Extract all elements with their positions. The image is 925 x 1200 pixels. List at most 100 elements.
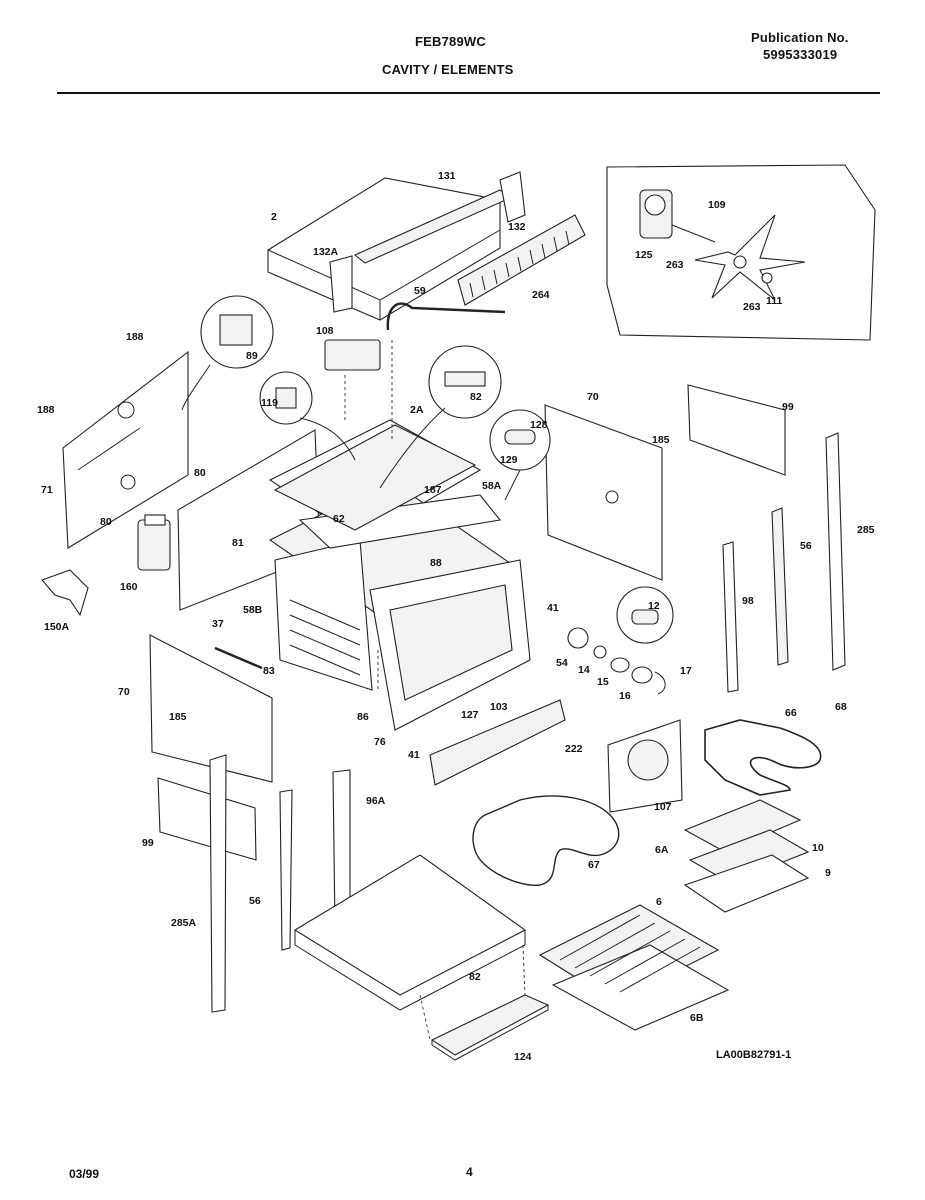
left-panel-70-bottom bbox=[149, 634, 273, 783]
transformer-160 bbox=[137, 514, 171, 571]
callout-82-b: 82 bbox=[469, 971, 481, 983]
callout-263-a: 263 bbox=[666, 259, 684, 271]
duct-59 bbox=[386, 302, 506, 331]
callout-59: 59 bbox=[414, 285, 426, 297]
diagram-code: LA00B82791-1 bbox=[716, 1049, 792, 1061]
callout-264: 264 bbox=[532, 289, 550, 301]
callout-6B: 6B bbox=[690, 1012, 704, 1024]
footer-date: 03/99 bbox=[69, 1167, 100, 1181]
callout-41-a: 41 bbox=[547, 602, 559, 614]
lamp-parts bbox=[567, 627, 666, 695]
callout-12: 12 bbox=[648, 600, 660, 612]
callout-132: 132 bbox=[508, 221, 526, 233]
oven-racks bbox=[538, 904, 730, 1031]
callout-108: 108 bbox=[316, 325, 334, 337]
callout-124: 124 bbox=[514, 1051, 532, 1063]
callout-56-a: 56 bbox=[800, 540, 812, 552]
callout-10: 10 bbox=[812, 842, 824, 854]
callout-67: 67 bbox=[588, 859, 600, 871]
callout-14: 14 bbox=[578, 664, 590, 676]
callout-160: 160 bbox=[120, 581, 138, 593]
trim-285 bbox=[825, 432, 846, 671]
callout-86: 86 bbox=[357, 711, 369, 723]
callout-labels: 131 2 132 132A 264 59 109 125 263 263 11… bbox=[37, 170, 875, 1063]
callout-89: 89 bbox=[246, 350, 258, 362]
bracket-150A bbox=[41, 569, 89, 617]
callout-58A: 58A bbox=[482, 480, 502, 492]
model-number: FEB789WC bbox=[415, 34, 486, 49]
publication-label: Publication No. bbox=[751, 30, 849, 45]
callout-185-a: 185 bbox=[652, 434, 670, 446]
header-rule bbox=[57, 92, 880, 94]
assembly-lines bbox=[344, 340, 526, 1041]
callout-98: 98 bbox=[742, 595, 754, 607]
callout-62: 62 bbox=[333, 513, 345, 525]
section-title: CAVITY / ELEMENTS bbox=[382, 62, 514, 77]
callout-70-a: 70 bbox=[587, 391, 599, 403]
callout-56-b: 56 bbox=[249, 895, 261, 907]
top-cover-part bbox=[267, 171, 526, 321]
callout-103: 103 bbox=[490, 701, 508, 713]
callout-128: 128 bbox=[530, 419, 548, 431]
rod-37 bbox=[214, 646, 263, 670]
callout-81: 81 bbox=[232, 537, 244, 549]
inset-12 bbox=[616, 586, 674, 644]
callout-96A: 96A bbox=[366, 795, 386, 807]
callout-58B: 58B bbox=[243, 604, 263, 616]
broil-element-66 bbox=[704, 719, 822, 796]
inset-89 bbox=[181, 295, 274, 411]
callout-80-b: 80 bbox=[100, 516, 112, 528]
callout-263-b: 263 bbox=[743, 301, 761, 313]
right-side-panel-70 bbox=[544, 404, 663, 581]
callout-82-a: 82 bbox=[470, 391, 482, 403]
fan-cover-107 bbox=[607, 719, 683, 813]
bottom-pan-82 bbox=[293, 854, 527, 1011]
callout-9: 9 bbox=[825, 867, 831, 879]
callout-285: 285 bbox=[857, 524, 875, 536]
callout-54: 54 bbox=[556, 657, 568, 669]
callout-285A: 285A bbox=[171, 917, 197, 929]
callout-83: 83 bbox=[263, 665, 275, 677]
panel-103 bbox=[429, 699, 566, 786]
callout-99-b: 99 bbox=[142, 837, 154, 849]
callout-15: 15 bbox=[597, 676, 609, 688]
left-side-panel-71 bbox=[62, 350, 189, 549]
inset-82-top bbox=[379, 345, 502, 489]
callout-185-b: 185 bbox=[169, 711, 187, 723]
publication-number: 5995333019 bbox=[763, 47, 838, 62]
inset-119 bbox=[259, 371, 356, 461]
footer-page: 4 bbox=[466, 1165, 473, 1179]
callout-2: 2 bbox=[271, 211, 277, 223]
callout-187: 187 bbox=[424, 484, 442, 496]
trim-56-left bbox=[279, 789, 293, 951]
callout-70-b: 70 bbox=[118, 686, 130, 698]
rear-panel-99-top bbox=[687, 384, 786, 476]
callout-188-b: 188 bbox=[37, 404, 55, 416]
trim-56-right bbox=[771, 507, 789, 666]
callout-127: 127 bbox=[461, 709, 479, 721]
callout-2A: 2A bbox=[410, 404, 424, 416]
callout-16: 16 bbox=[619, 690, 631, 702]
drip-tray-124 bbox=[430, 994, 550, 1061]
callout-125: 125 bbox=[635, 249, 653, 261]
callout-68: 68 bbox=[835, 701, 847, 713]
callout-132A: 132A bbox=[313, 246, 339, 258]
callout-41-b: 41 bbox=[408, 749, 420, 761]
callout-66: 66 bbox=[785, 707, 797, 719]
callout-109: 109 bbox=[708, 199, 726, 211]
trim-285A bbox=[209, 754, 227, 1013]
bake-element-67 bbox=[472, 795, 620, 886]
rear-panel-99-bottom bbox=[157, 777, 257, 861]
callout-188-a: 188 bbox=[126, 331, 144, 343]
convection-fan-inset bbox=[606, 164, 876, 341]
element-108 bbox=[324, 339, 381, 371]
callout-129: 129 bbox=[500, 454, 518, 466]
callout-131: 131 bbox=[438, 170, 456, 182]
callout-150A: 150A bbox=[44, 621, 70, 633]
callout-6: 6 bbox=[656, 896, 662, 908]
callout-80-a: 80 bbox=[194, 467, 206, 479]
inset-128-129 bbox=[489, 409, 551, 501]
vent-grille-264 bbox=[457, 214, 586, 306]
callout-99-a: 99 bbox=[782, 401, 794, 413]
